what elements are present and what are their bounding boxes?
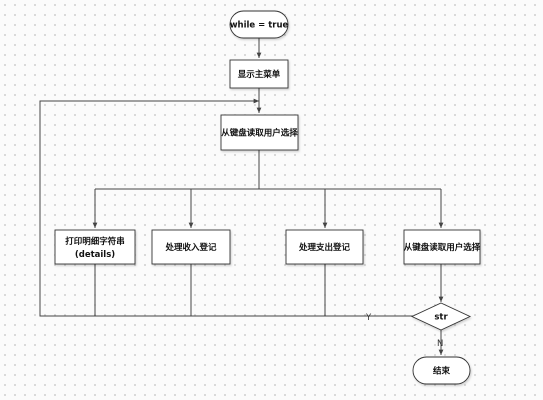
print-details-node[interactable]: 打印明细字符串 (details) [54, 229, 136, 265]
expense-label: 处理支出登记 [298, 242, 351, 253]
decision-label: str [434, 313, 448, 323]
end-node[interactable]: 结束 [412, 356, 471, 385]
print-details-label: 打印明细字符串 [65, 236, 125, 247]
start-node[interactable]: while = true [229, 10, 289, 39]
no-label: N [437, 339, 443, 349]
income-label: 处理收入登记 [164, 242, 217, 253]
read-choice-label: 从键盘读取用户选择 [221, 128, 298, 139]
end-node-label: 结束 [433, 366, 451, 377]
expense-node[interactable]: 处理支出登记 [285, 229, 364, 265]
show-menu-label: 显示主菜单 [238, 69, 281, 80]
edge-loop-back [39, 98, 415, 317]
decision-node[interactable]: str [410, 302, 472, 331]
connectors [39, 38, 444, 355]
yes-label: Y [365, 313, 372, 323]
start-node-label: while = true [230, 21, 289, 31]
read-choice-2-label: 从键盘读取用户选择 [404, 242, 481, 253]
income-node[interactable]: 处理收入登记 [151, 229, 231, 265]
show-menu-node[interactable]: 显示主菜单 [229, 59, 289, 89]
print-details-sublabel: (details) [75, 250, 115, 260]
read-choice-2-node[interactable]: 从键盘读取用户选择 [403, 229, 481, 265]
read-choice-node[interactable]: 从键盘读取用户选择 [220, 114, 299, 151]
